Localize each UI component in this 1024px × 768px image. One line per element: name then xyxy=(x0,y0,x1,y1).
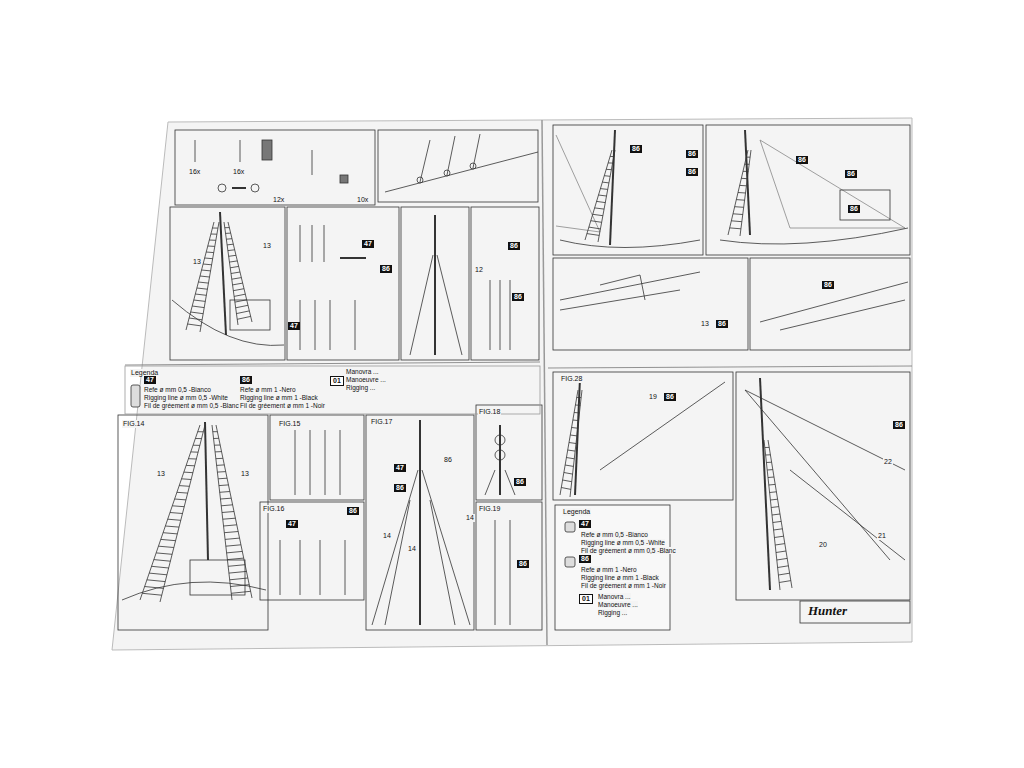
callout-number: 47 xyxy=(362,240,374,248)
legend-text: Refe ø mm 0,5 -Bianco xyxy=(144,386,211,393)
figure-label: FIG.19 xyxy=(478,505,501,513)
legend-text: Rigging line ø mm 0,5 -White xyxy=(581,539,665,546)
legend-text: Manoeuvre ... xyxy=(346,376,386,383)
legend-text: Manovra ... xyxy=(346,368,379,375)
callout-text: Legenda xyxy=(562,508,591,516)
callout-number: 86 xyxy=(822,281,834,289)
callout-text: 20 xyxy=(818,541,828,549)
callout-text: 14 xyxy=(382,532,392,540)
legend-text: Refe ø mm 1 -Nero xyxy=(240,386,296,393)
callout-text: 19 xyxy=(648,393,658,401)
callout-number: 86 xyxy=(845,170,857,178)
callout-number: 86 xyxy=(848,205,860,213)
callout-number: 86 xyxy=(630,145,642,153)
legend-text: Manoeuvre ... xyxy=(598,601,638,608)
legend-text: Rigging line ø mm 0,5 -White xyxy=(144,394,228,401)
callout-number: 86 xyxy=(716,320,728,328)
shroud-ratlines xyxy=(764,440,792,590)
callout-number: 86 xyxy=(512,293,524,301)
rigging-code: 01 xyxy=(579,594,593,604)
legend-text: Refe ø mm 1 -Nero xyxy=(581,566,637,573)
callout-number: 86 xyxy=(893,421,905,429)
callout-number: 86 xyxy=(380,265,392,273)
callout-number: 47 xyxy=(288,322,300,330)
callout-text: 16x xyxy=(232,168,245,176)
callout-text: 13 xyxy=(240,470,250,478)
legend-text: Rigging ... xyxy=(346,384,375,391)
callout-text: 13 xyxy=(156,470,166,478)
shroud-ratlines xyxy=(186,222,219,332)
legend-text: Rigging line ø mm 1 -Black xyxy=(581,574,659,581)
sheet-title: Hunter xyxy=(806,604,849,618)
legend-text: Fil de gréement ø mm 0,5 -Blanc xyxy=(581,547,676,554)
figure-label: FIG.28 xyxy=(560,375,583,383)
shroud-ratlines xyxy=(728,150,751,236)
figure-label: FIG.16 xyxy=(262,505,285,513)
callout-number: 86 xyxy=(347,507,359,515)
callout-number: 86 xyxy=(240,376,252,384)
callout-number: 86 xyxy=(686,168,698,176)
callout-number: 86 xyxy=(686,150,698,158)
legend-text: Refe ø mm 0,5 -Bianco xyxy=(581,531,648,538)
legend-text: Rigging line ø mm 1 -Black xyxy=(240,394,318,401)
shroud-ratlines xyxy=(224,222,252,325)
figure-label: FIG.17 xyxy=(370,418,393,426)
callout-text: 10x xyxy=(356,196,369,204)
callout-number: 47 xyxy=(394,464,406,472)
callout-number: 86 xyxy=(508,242,520,250)
shroud-ratlines xyxy=(140,425,205,602)
legend-text: Rigging ... xyxy=(598,609,627,616)
callout-text: 13 xyxy=(700,320,710,328)
callout-text: 13 xyxy=(262,242,272,250)
shroud-ratlines xyxy=(212,425,252,600)
figure-label: FIG.14 xyxy=(122,420,145,428)
legend-text: Manovra ... xyxy=(598,593,631,600)
legend-text: Fil de gréement ø mm 0,5 -Blanc xyxy=(144,402,239,409)
callout-text: 12 xyxy=(474,266,484,274)
callout-text: 86 xyxy=(443,456,453,464)
callout-number: 47 xyxy=(286,520,298,528)
rigging-code: 01 xyxy=(330,376,344,386)
callout-number: 86 xyxy=(394,484,406,492)
legend-text: Fil de gréement ø mm 1 -Noir xyxy=(240,402,325,409)
callout-text: 14 xyxy=(465,514,475,522)
callout-text: 12x xyxy=(272,196,285,204)
callout-text: 13 xyxy=(192,258,202,266)
callout-number: 86 xyxy=(579,555,591,563)
callout-text: 22 xyxy=(883,458,893,466)
callout-number: 47 xyxy=(144,376,156,384)
callout-number: 86 xyxy=(796,156,808,164)
callout-text: 14 xyxy=(407,545,417,553)
legend-text: Fil de gréement ø mm 1 -Noir xyxy=(581,582,666,589)
shroud-ratlines xyxy=(585,150,615,242)
figure-label: FIG.18 xyxy=(478,408,501,416)
callout-number: 86 xyxy=(514,478,526,486)
callout-text: 16x xyxy=(188,168,201,176)
callout-number: 47 xyxy=(579,520,591,528)
shroud-ratlines xyxy=(560,390,582,497)
callout-number: 86 xyxy=(517,560,529,568)
callout-number: 86 xyxy=(664,393,676,401)
figure-label: FIG.15 xyxy=(278,420,301,428)
callout-text: 21 xyxy=(877,532,887,540)
